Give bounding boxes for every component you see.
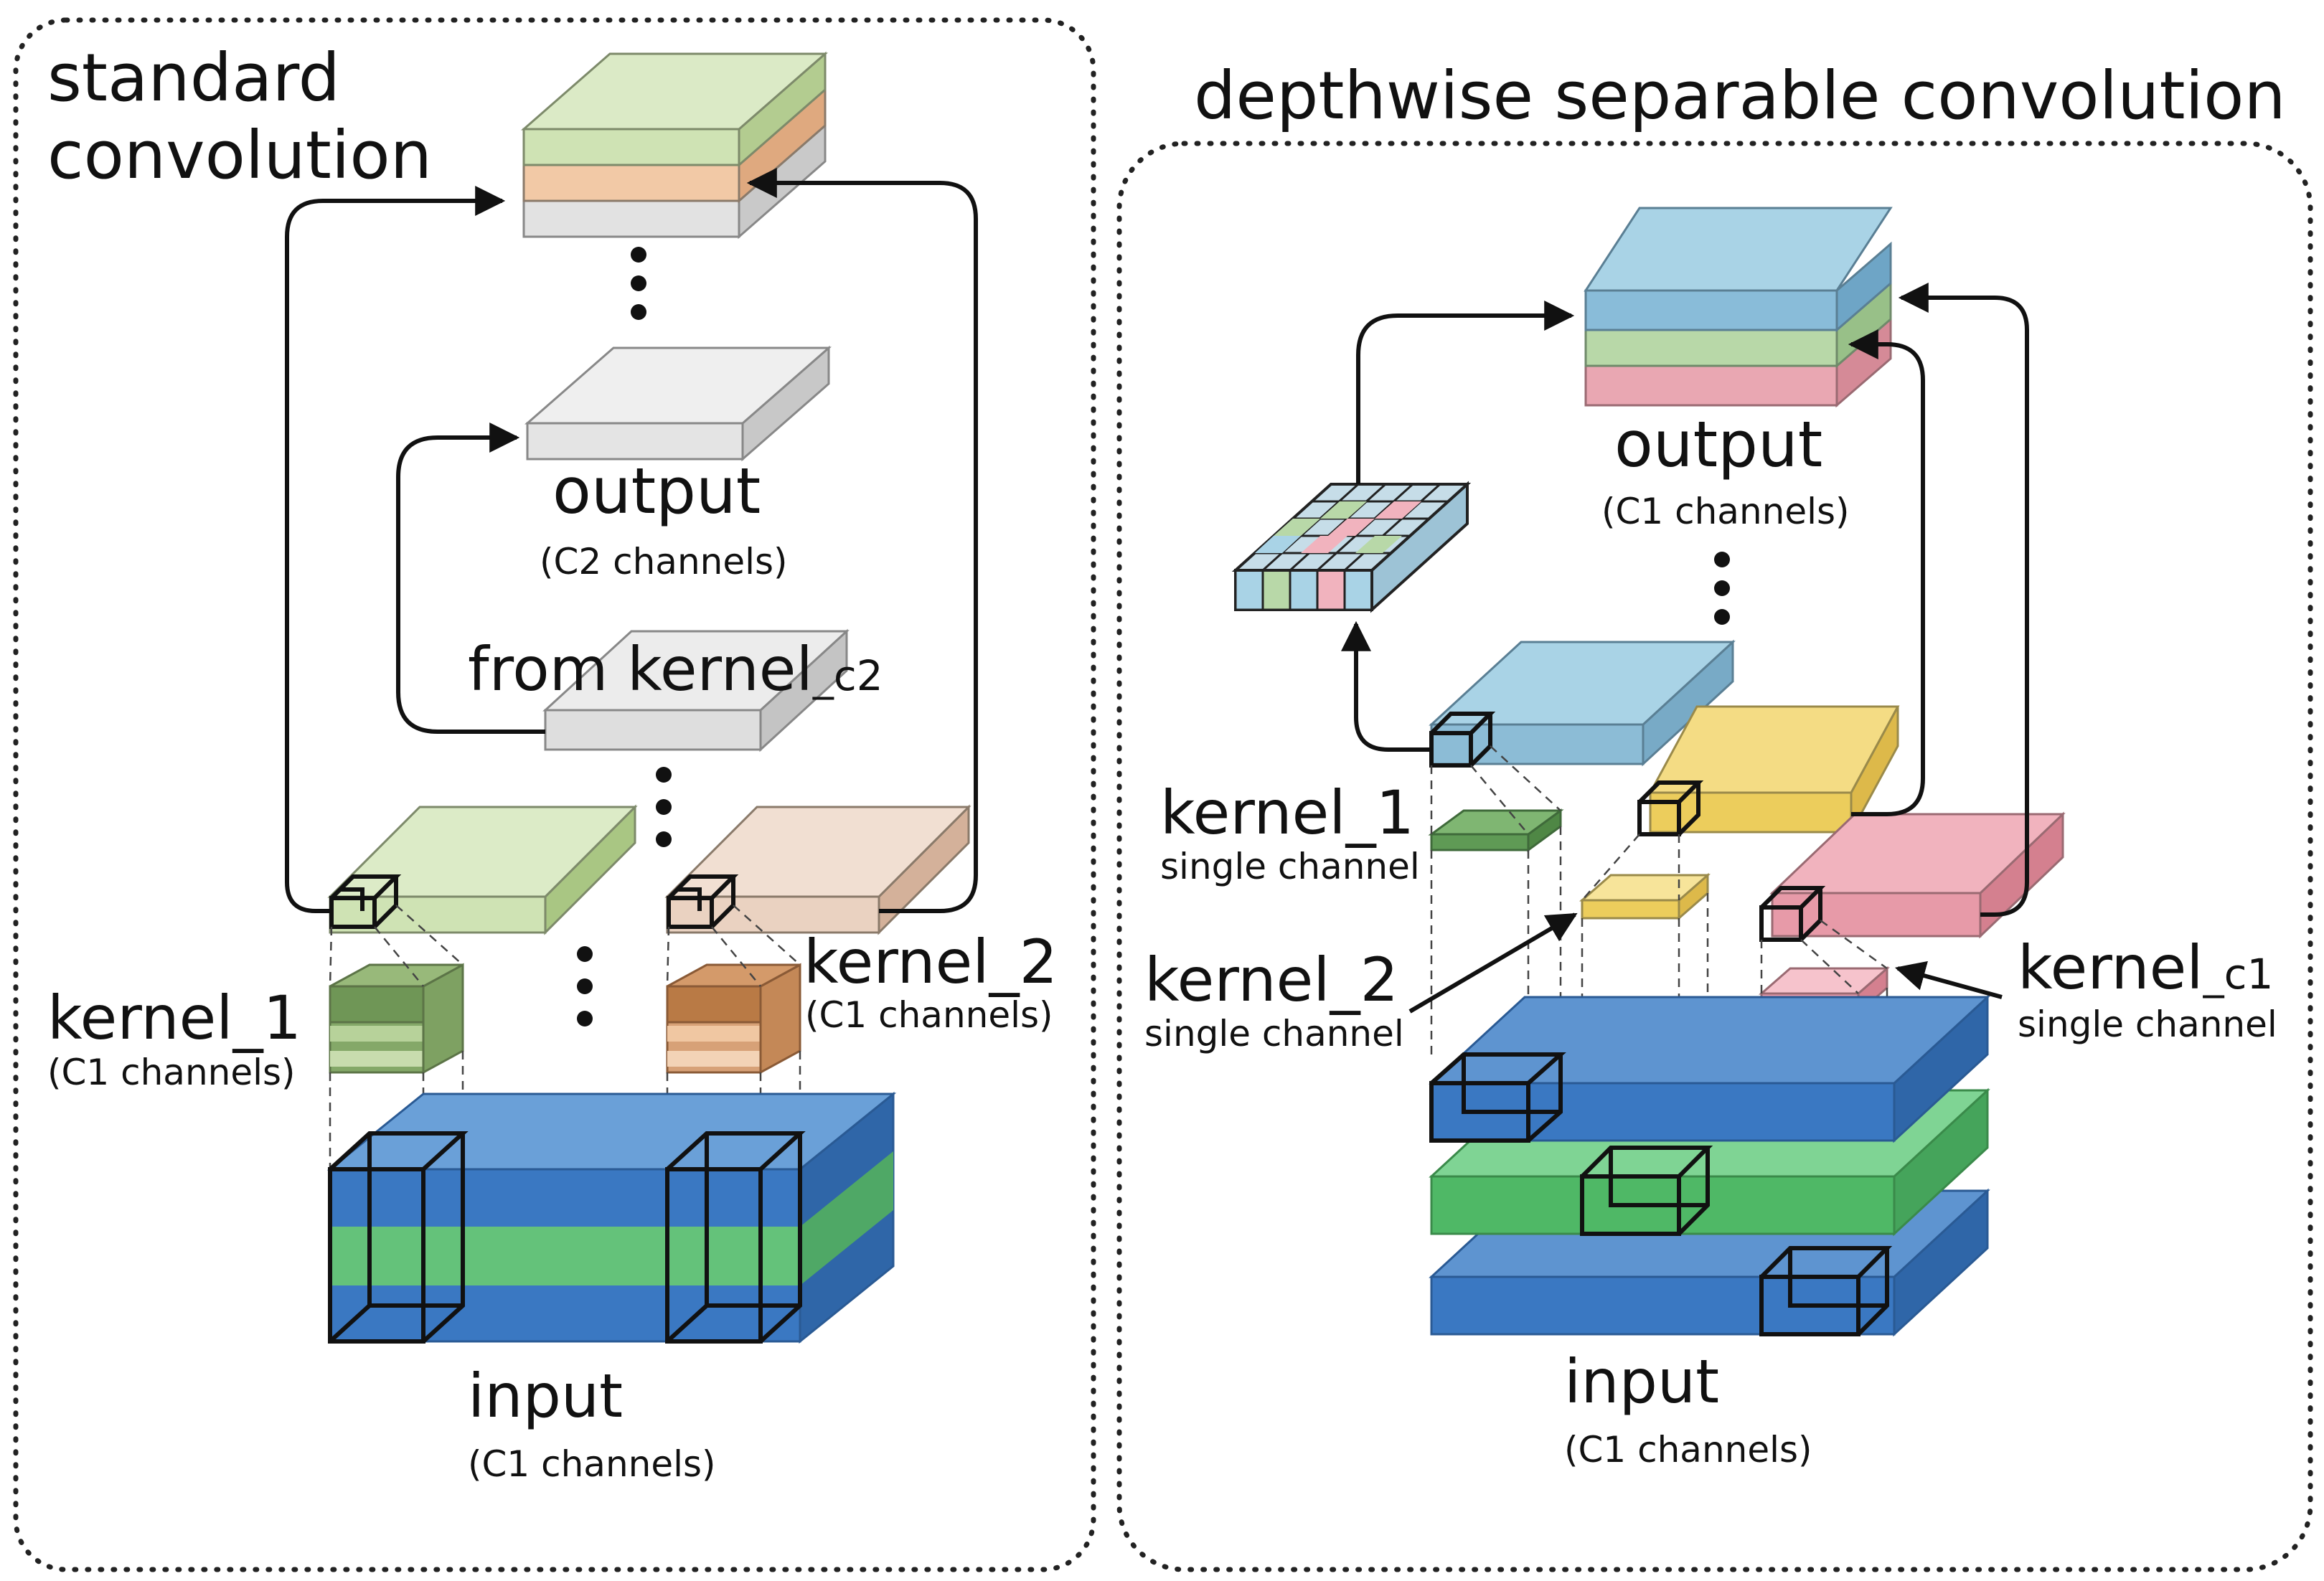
right-arrow-grid-to-output [1356,301,1575,484]
right-input-window-2 [1580,1146,1713,1236]
right-output-label: output [1614,407,1822,481]
left-arrow-kernel1-to-top [285,186,506,913]
right-kernelc1-suffix: _c1 [2203,950,2274,999]
right-output-layer-blue [1584,207,1893,333]
pointwise-grid [1231,481,1472,613]
left-dots-lower [577,946,593,1027]
from-kernel-slab [542,628,850,752]
right-title: depthwise separable convolution [1194,57,2286,134]
right-kernel2-label: kernel_2 [1144,945,1398,1015]
left-input-sub: (C1 channels) [468,1443,716,1485]
right-kernelc1-sub: single channel [2018,1004,2277,1045]
left-panel-border [13,17,1096,1572]
right-output-stack [1584,207,1893,408]
left-kernel2-label: kernel_2 [804,927,1058,997]
left-title-line1: standard [47,39,340,116]
from-kernel-label: from kernel_c2 [468,634,883,704]
kernel2-cuboid [666,963,801,1075]
right-panel-border [1116,141,2313,1572]
left-dots-middle [656,767,672,847]
left-arrow-kernel2-to-top [746,168,978,913]
right-input-sub: (C1 channels) [1564,1429,1812,1471]
left-output-label: output [552,454,761,528]
right-input-layer-1 [1429,994,1990,1143]
left-arrow-fromkernel-to-output [396,423,545,734]
right-arrow-pink-to-output [1898,283,2029,917]
left-title-line2: convolution [47,117,432,194]
right-channel-slab-blue [1429,639,1736,767]
kernel2-pointer-arrow [1408,912,1578,1014]
left-kernel2-sub: (C1 channels) [805,994,1053,1036]
from-kernel-text: from kernel [468,634,813,704]
right-channel-slab-yellow [1648,705,1900,834]
right-kernel2-position-cube [1637,780,1704,836]
left-input-window-2 [665,1131,806,1344]
right-channel-slab-pink [1769,811,2066,939]
output-layer-green [521,51,828,168]
right-input-label: input [1564,1346,1719,1417]
left-output-sub: (C2 channels) [540,541,788,582]
right-kernel1-slab [1428,808,1564,852]
from-kernel-subscript: _c2 [812,651,883,700]
right-kernel1-sub: single channel [1160,846,1420,887]
left-dots-upper [631,247,646,320]
right-arrow-yellow-to-output [1848,329,1925,816]
left-output-stack-top [521,42,828,240]
right-output-sub: (C1 channels) [1601,491,1850,532]
kernel1-cuboid [329,963,464,1075]
right-kernelc1-label: kernel_c1 [2018,933,2273,1003]
right-kernelc1-text: kernel [2018,933,2203,1003]
left-input-block [326,1091,897,1344]
right-input-window-1 [1429,1052,1566,1143]
left-kernel1-label: kernel_1 [47,983,301,1053]
right-kernel2-sub: single channel [1144,1013,1404,1054]
left-kernel1-sub: (C1 channels) [47,1052,296,1093]
right-kernel2-slab [1579,872,1711,921]
right-dots [1714,552,1730,625]
right-kernel1-label: kernel_1 [1160,778,1414,848]
right-input-window-3 [1759,1246,1893,1336]
left-input-label: input [468,1361,623,1431]
left-input-window-1 [328,1131,469,1344]
kernel1-output-slab [327,804,638,935]
kernelc1-pointer-arrow [1894,961,2003,999]
kernel2-output-slab [664,804,972,935]
standard-convolution-panel: standard convolution [13,17,1096,1572]
right-arrow-blue-to-grid [1341,620,1431,752]
left-output-slab [524,345,832,462]
depthwise-separable-panel: depthwise separable convolution output (… [1116,57,2313,1572]
